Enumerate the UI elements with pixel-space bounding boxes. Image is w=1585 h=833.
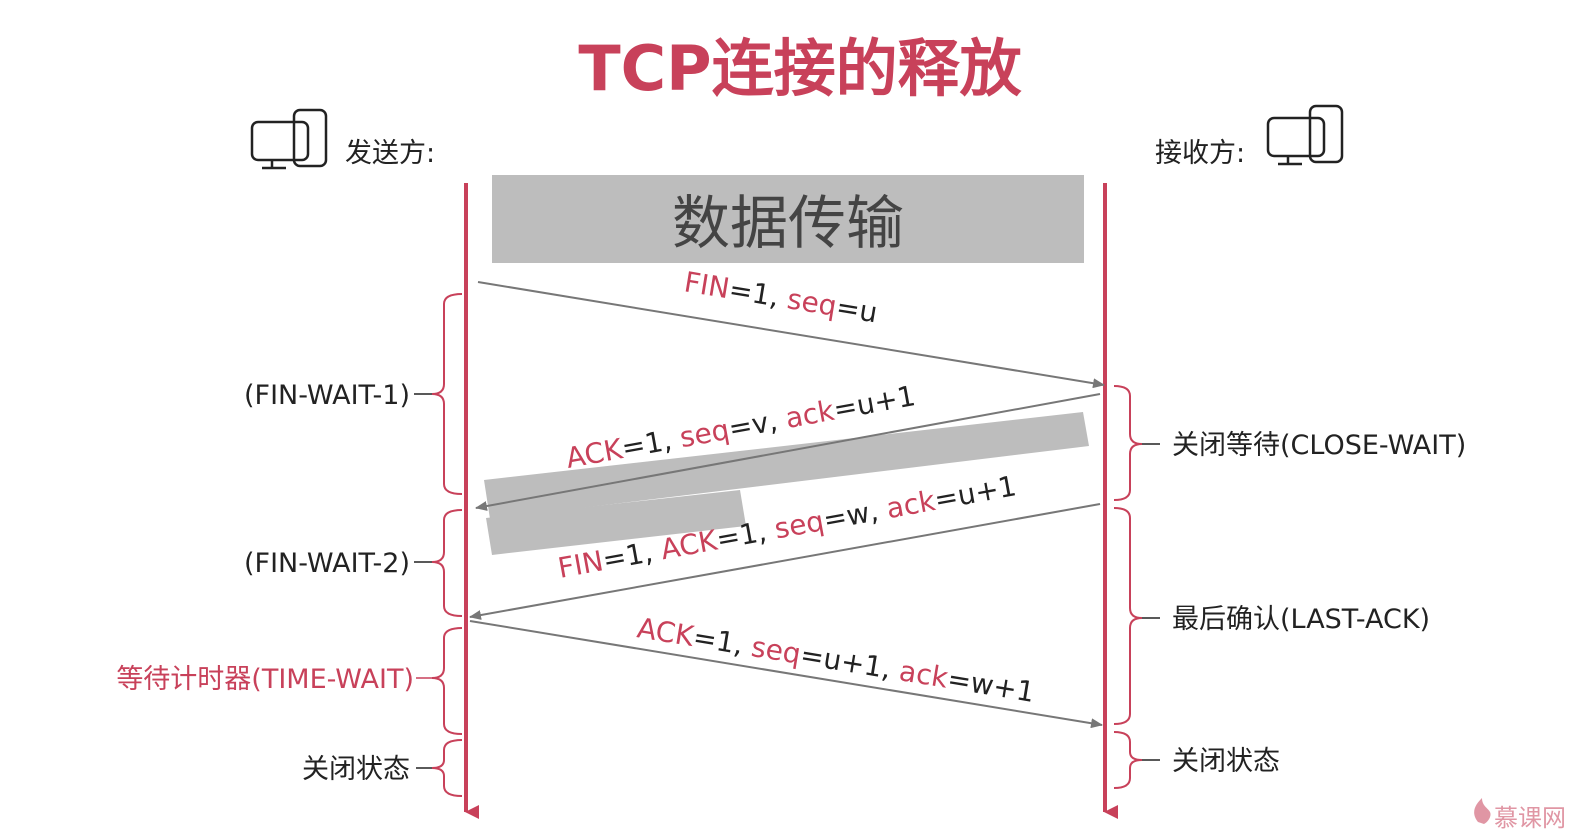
flame-icon <box>1474 798 1491 824</box>
message-label-final-ack: ACK=1, seq=u+1, ack=w+1 <box>635 611 1037 709</box>
state-fin-wait-2: (FIN-WAIT-2) <box>244 548 410 579</box>
sender-brackets <box>431 293 463 797</box>
bracket-closed <box>431 739 463 797</box>
data-transfer-label: 数据传输 <box>672 189 904 257</box>
message-arrow-fin-ack <box>469 503 1101 620</box>
message-segment: seq <box>772 504 827 545</box>
state-close-wait: 关闭等待(CLOSE-WAIT) <box>1172 430 1466 461</box>
message-segment: seq <box>749 630 803 671</box>
message-segment: =u+1 <box>831 379 918 426</box>
message-segment: =1, <box>691 620 755 662</box>
receiver-label: 接收方: <box>1155 138 1245 169</box>
message-segment: seq <box>677 413 732 454</box>
bracket-fin-wait-1 <box>431 293 463 495</box>
state-fin-wait-1: (FIN-WAIT-1) <box>244 380 410 411</box>
highlight-bar <box>484 412 1089 519</box>
sender-label: 发送方: <box>345 138 435 169</box>
message-segment: ack <box>897 654 951 695</box>
highlight-bar <box>486 490 746 555</box>
bracket-time-wait <box>431 627 463 735</box>
message-segment: ack <box>884 484 939 525</box>
message-segment: ack <box>783 394 838 435</box>
message-segment: ACK <box>635 611 697 653</box>
bracket-receiver-closed <box>1113 731 1143 789</box>
watermark: 慕课网 <box>1474 798 1566 832</box>
state-receiver-closed: 关闭状态 <box>1172 746 1280 777</box>
state-last-ack: 最后确认(LAST-ACK) <box>1172 604 1430 635</box>
state-sender-closed: 关闭状态 <box>302 754 410 785</box>
message-segment: FIN <box>682 265 732 305</box>
message-segment: =1, <box>619 422 683 465</box>
message-arrow-final-ack <box>469 620 1103 729</box>
data-transfer-box <box>492 175 1084 263</box>
message-segment: FIN <box>555 544 605 585</box>
message-segment: =v, <box>726 403 789 446</box>
message-segment: seq <box>785 282 839 323</box>
watermark-text: 慕课网 <box>1494 804 1566 832</box>
message-segment: =u <box>834 290 880 329</box>
message-segment: =1, <box>727 273 791 315</box>
message-arrow-fin <box>477 281 1105 389</box>
bracket-close-wait <box>1113 385 1143 501</box>
bracket-last-ack <box>1113 507 1143 725</box>
computer-icon <box>250 108 328 170</box>
computer-icon <box>1266 104 1344 166</box>
bracket-fin-wait-2 <box>431 509 463 617</box>
message-segment: =w, <box>821 493 890 537</box>
receiver-brackets <box>1113 385 1143 789</box>
page-title: TCP连接的释放 <box>578 32 1021 105</box>
state-time-wait: 等待计时器(TIME-WAIT) <box>116 664 414 695</box>
message-arrow-ack <box>475 393 1101 511</box>
message-segment: =u+1, <box>798 638 902 687</box>
message-label-fin: FIN=1, seq=u <box>682 265 880 329</box>
